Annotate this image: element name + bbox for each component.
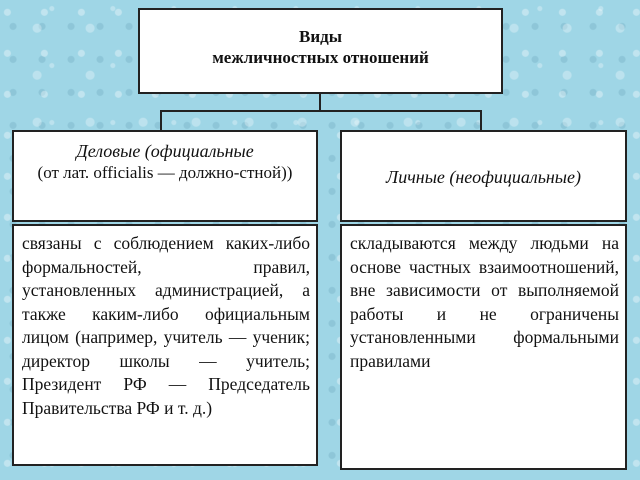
connector-stem [319,92,321,112]
connector-bar [160,110,482,112]
business-relations-node: Деловые (официальные (от лат. officialis… [12,130,318,222]
root-title-line2: межличностных отношений [212,48,429,67]
business-description: связаны с соблюдением каких-либо формаль… [22,233,310,418]
personal-relations-node: Личные (неофициальные) [340,130,627,222]
business-title: Деловые (официальные [76,141,254,161]
business-etymology: (от лат. officialis — должно-стной)) [37,163,293,182]
root-title-line1: Виды [298,27,342,46]
connector-right-drop [480,110,482,132]
personal-description-box: складываются между людьми на основе част… [340,224,627,470]
business-description-box: связаны с соблюдением каких-либо формаль… [12,224,318,466]
personal-description: складываются между людьми на основе част… [350,233,619,371]
personal-title: Личные (неофициальные) [386,167,581,187]
connector-left-drop [160,110,162,132]
root-node: Виды межличностных отношений [138,8,503,94]
